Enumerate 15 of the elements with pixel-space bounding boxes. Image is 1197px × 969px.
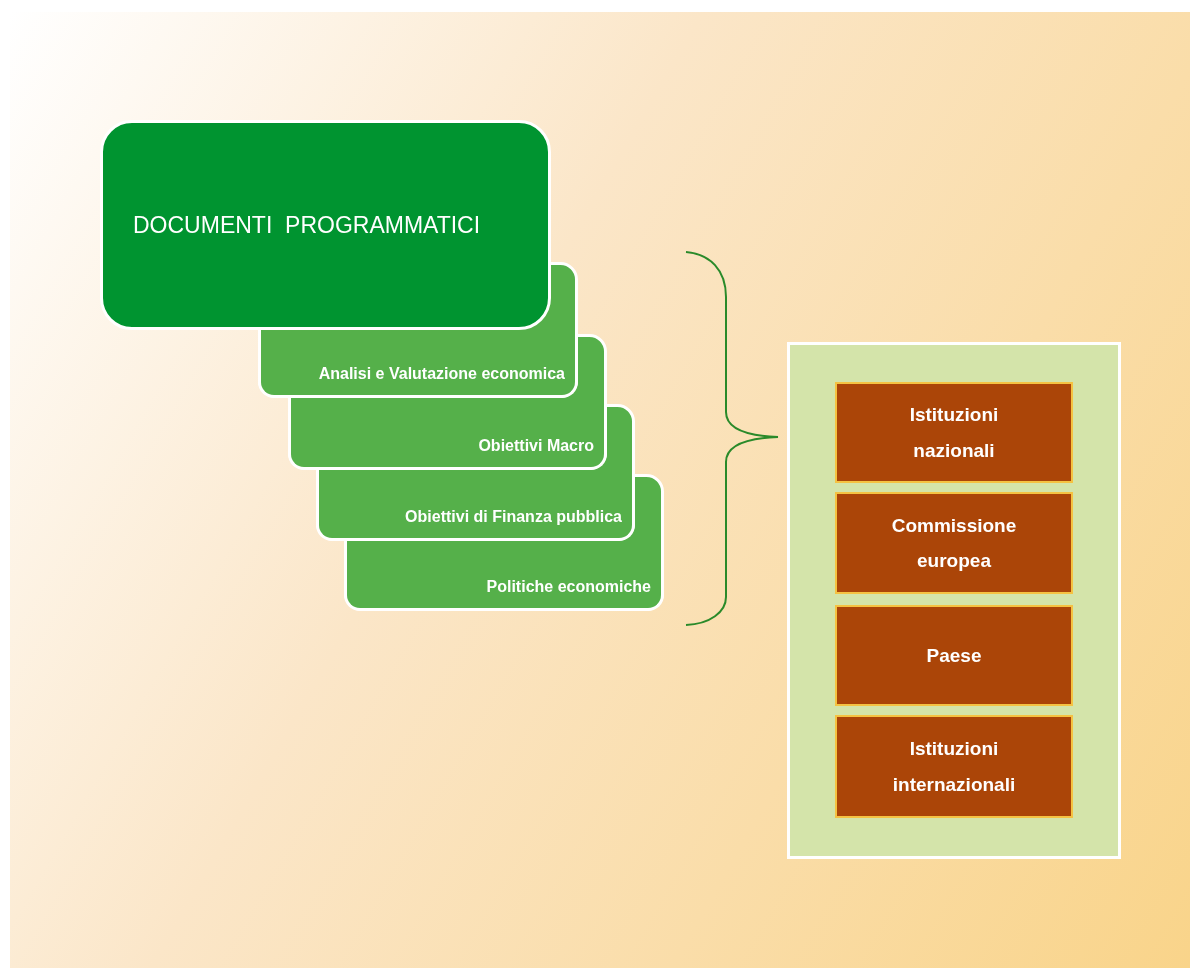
category-box	[835, 382, 1073, 483]
title-box	[100, 120, 551, 330]
node-label: Obiettivi di Finanza pubblica	[405, 508, 622, 526]
node-label: Obiettivi Macro	[478, 437, 594, 455]
category-box	[835, 715, 1073, 818]
category-box	[835, 605, 1073, 706]
node-label: DOCUMENTI PROGRAMMATICI	[133, 211, 481, 239]
node-label: Politiche economiche	[486, 578, 651, 596]
node-label: Paese	[926, 643, 982, 668]
category-box	[835, 492, 1073, 594]
panel-background	[787, 342, 1121, 859]
node-label: Istituzioni nazionali	[908, 403, 1000, 463]
node-label: Analisi e Valutazione economica	[318, 365, 565, 383]
node-label: Istituzioni internazionali	[891, 737, 1017, 797]
node-label: Commissione europea	[890, 513, 1018, 573]
